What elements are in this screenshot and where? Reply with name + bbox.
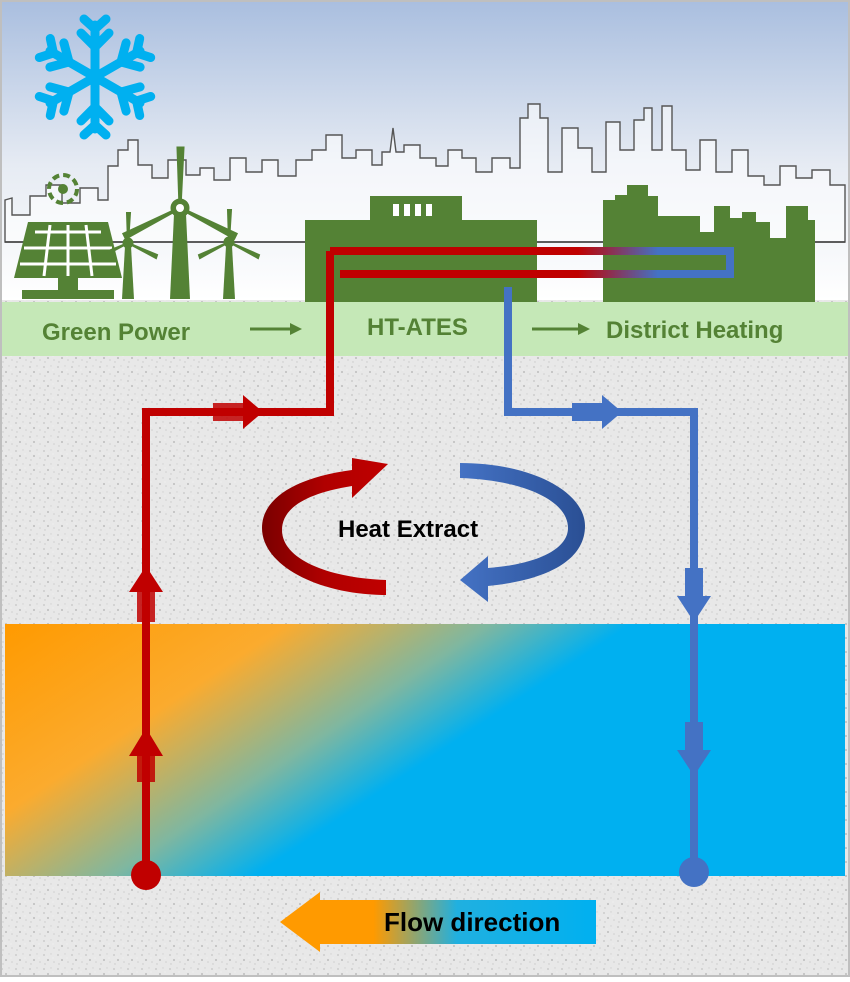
green-power-label: Green Power [42,319,190,346]
heat-extract-label: Heat Extract [338,516,478,543]
district-heating-label: District Heating [606,317,783,344]
flow-arrow-up [129,566,163,622]
arrow-right-icon [532,323,590,335]
arrow-right-icon [250,323,302,335]
ht-ates-label: HT-ATES [367,314,468,341]
top-pipe [330,247,734,278]
flow-arrow-up [129,728,163,782]
cold-well-point [679,857,709,887]
wind-turbine-icon [121,146,239,299]
wind-turbine-icon [197,209,261,299]
flow-arrow-hot [213,395,263,429]
hot-well-point [131,860,161,890]
flow-direction-label: Flow direction [384,907,560,937]
green-band [0,302,850,356]
rotor-icon [47,173,79,205]
solar-panel-icon [14,222,122,299]
flow-direction-arrow [280,892,596,952]
flow-arrow-down [677,722,711,776]
flow-arrow-down [677,568,711,622]
wind-turbine-icon [97,212,159,299]
heat-extract-cycle-icon [262,458,585,602]
flow-arrow-cold [572,395,622,429]
aquifer-layer [5,624,845,876]
snowflake-icon [38,14,152,135]
